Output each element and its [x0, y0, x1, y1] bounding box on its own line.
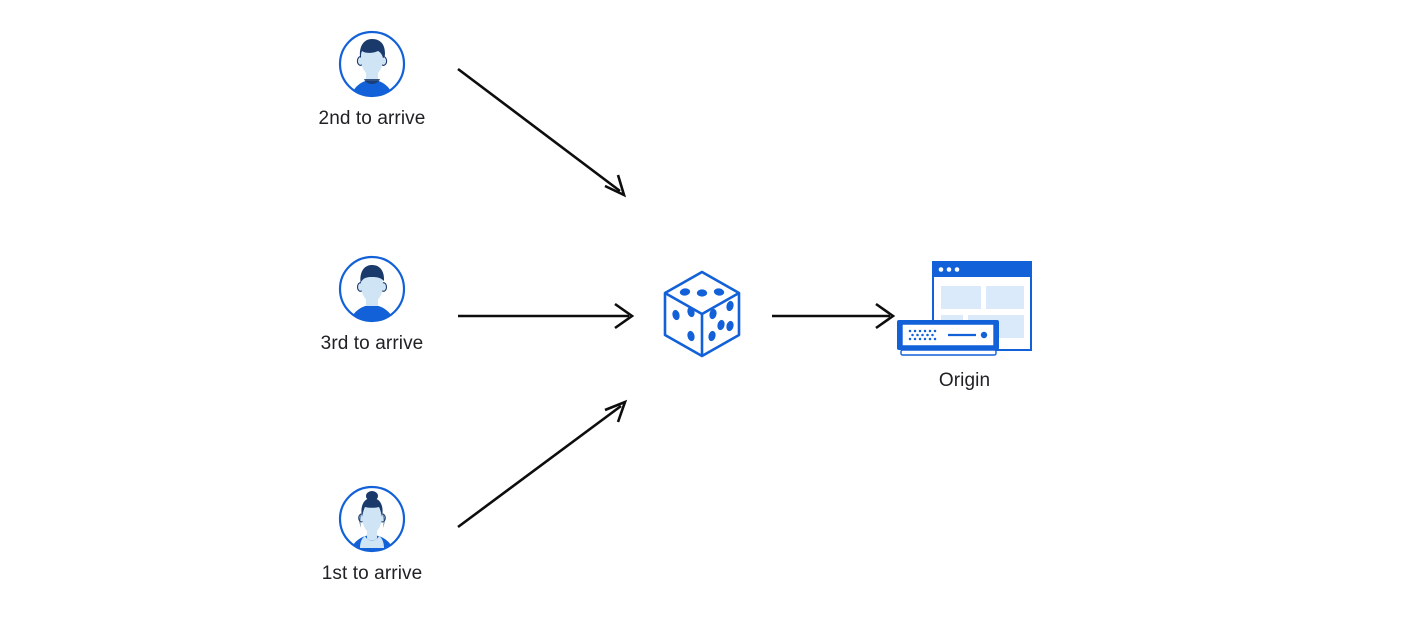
avatar [336, 28, 408, 100]
arrow-first-to-dice [457, 399, 628, 529]
arrow-dice-to-origin [772, 302, 896, 330]
router-device [897, 320, 999, 356]
node-user-second: 2nd to arrive [319, 28, 425, 129]
node-user-first: 1st to arrive [322, 483, 422, 584]
arrow-third-to-dice [458, 302, 635, 330]
avatar [336, 483, 408, 555]
dice-icon [660, 268, 744, 360]
node-label-user-second: 2nd to arrive [318, 108, 426, 129]
node-label-origin: Origin [938, 370, 991, 391]
node-origin: Origin [893, 258, 1036, 391]
arrow-second-to-dice [457, 67, 627, 198]
node-label-user-third: 3rd to arrive [320, 333, 424, 354]
origin-server-icon [893, 258, 1036, 363]
node-user-third: 3rd to arrive [321, 253, 423, 354]
node-label-user-first: 1st to arrive [321, 563, 423, 584]
avatar [336, 253, 408, 325]
node-randomizer-dice [660, 268, 744, 360]
